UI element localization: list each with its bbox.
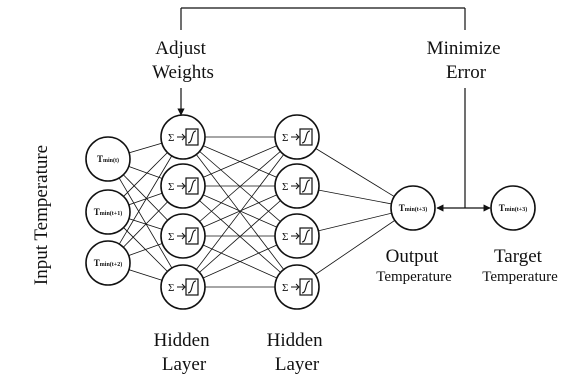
svg-text:Tmin(t+1): Tmin(t+1): [94, 207, 122, 217]
connection-line: [107, 136, 184, 264]
hidden-node: Σ: [160, 213, 206, 259]
input-layer: Tmin(t) Tmin(t+1) Tmin(t+2): [85, 136, 131, 286]
connections: [107, 136, 414, 288]
connection-line: [107, 158, 184, 288]
svg-text:Tmin(t+3): Tmin(t+3): [499, 203, 527, 213]
sigmoid-curve-icon: [301, 130, 311, 144]
sigma-symbol: Σ: [168, 231, 174, 243]
hidden-node: Σ: [274, 114, 320, 160]
sigma-symbol: Σ: [282, 231, 288, 243]
adjust-weights-label: Adjust Weights: [152, 38, 214, 83]
sigma-symbol: Σ: [168, 181, 174, 193]
sigmoid-curve-icon: [187, 229, 197, 243]
hidden-node: Σ: [160, 163, 206, 209]
input-temperature-label: Input Temperature: [31, 145, 52, 285]
input-node: Tmin(t): [85, 136, 131, 182]
sigma-symbol: Σ: [168, 132, 174, 144]
sigmoid-curve-icon: [301, 229, 311, 243]
svg-text:Tmin(t+3): Tmin(t+3): [399, 203, 427, 213]
sigma-symbol: Σ: [282, 132, 288, 144]
connection-line: [182, 185, 298, 288]
target-node: Tmin(t+3): [490, 185, 536, 231]
sigmoid-curve-icon: [187, 280, 197, 294]
input-node: Tmin(t+1): [85, 189, 131, 235]
hidden-node: Σ: [274, 163, 320, 209]
minimize-error-label: Minimize Error: [427, 38, 506, 83]
svg-text:Tmin(t): Tmin(t): [97, 154, 119, 164]
hidden-node: Σ: [160, 114, 206, 160]
sigmoid-curve-icon: [301, 280, 311, 294]
hidden-layer-1: Σ Σ Σ Σ: [160, 114, 206, 310]
connection-line: [182, 136, 298, 288]
target-label: Target Temperature: [482, 246, 558, 285]
sigma-symbol: Σ: [282, 181, 288, 193]
hidden-layer-2-label: Hidden Layer: [267, 330, 328, 375]
input-node: Tmin(t+2): [85, 240, 131, 286]
output-label: Output Temperature: [376, 246, 452, 285]
hidden-layer-1-label: Hidden Layer: [154, 330, 215, 375]
hidden-node: Σ: [274, 213, 320, 259]
hidden-layer-2: Σ Σ Σ Σ: [274, 114, 320, 310]
sigmoid-curve-icon: [301, 179, 311, 193]
sigma-symbol: Σ: [168, 282, 174, 294]
hidden-node: Σ: [160, 264, 206, 310]
sigma-symbol: Σ: [282, 282, 288, 294]
connection-line: [182, 136, 298, 237]
sigmoid-curve-icon: [187, 130, 197, 144]
feedback-loop: [177, 7, 466, 208]
sigmoid-curve-icon: [187, 179, 197, 193]
output-node: Tmin(t+3): [390, 185, 436, 231]
connection-line: [296, 207, 414, 288]
svg-text:Tmin(t+2): Tmin(t+2): [94, 258, 122, 268]
hidden-node: Σ: [274, 264, 320, 310]
